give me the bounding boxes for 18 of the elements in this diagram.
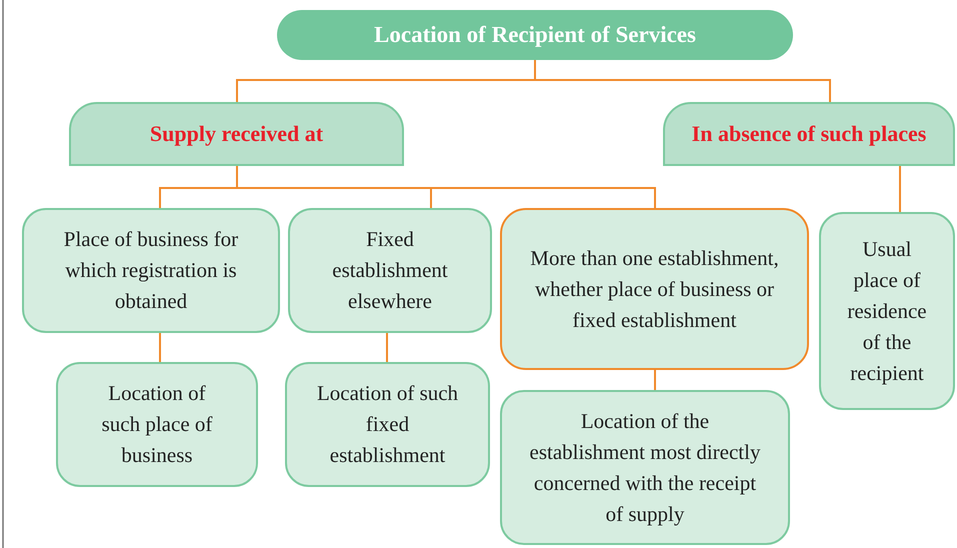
title-text: Location of Recipient of Services [374, 22, 696, 48]
box-text: More than one establishment, whether place of business or fixed establishment [529, 244, 780, 334]
header-text: In absence of such places [692, 121, 926, 147]
box-text: Place of business for which registration is obtained [62, 226, 240, 315]
title-banner [277, 10, 793, 60]
connector-line [899, 166, 901, 212]
connector-line [159, 333, 161, 362]
box-text: Location of such place of business [100, 380, 214, 469]
connector-line [534, 60, 831, 102]
box-text: Location of such fixed establishment [316, 380, 460, 469]
header-text: Supply received at [150, 121, 324, 147]
category-header [663, 102, 955, 166]
box-text: Usual place of residence of the recipient [846, 236, 928, 386]
connector-line [386, 333, 388, 362]
category-header [69, 102, 404, 166]
box-text: Location of the establishment most directly concerned with the receipt of supply [528, 408, 762, 528]
box-text: Fixed establishment elsewhere [331, 226, 449, 315]
connector-line [654, 370, 656, 390]
